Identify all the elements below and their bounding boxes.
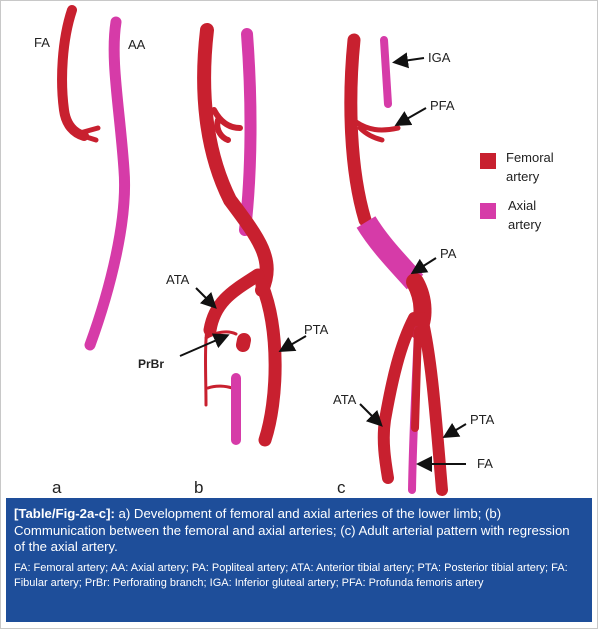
label-a-aa: AA <box>128 37 146 52</box>
panel-a-axial-artery <box>84 16 131 351</box>
panel-b-axial-upper <box>239 28 257 236</box>
panel-a-femoral-artery <box>57 5 89 141</box>
panel-b-posterior-tibial <box>255 278 282 447</box>
panel-a-femoral-branch <box>77 125 101 143</box>
panel-c-arteries <box>344 33 448 496</box>
arrow-b-ata <box>195 287 217 309</box>
pointer-arrows <box>179 52 467 472</box>
arrow-c-iga <box>392 52 425 69</box>
label-c-ata: ATA <box>333 392 357 407</box>
panel-letter-c: c <box>337 478 346 497</box>
legend-axial-line1: Axial <box>508 198 537 213</box>
panel-c-profunda-femoris <box>353 119 401 143</box>
arrow-c-pfa <box>394 107 427 126</box>
panel-c-fibular-upper <box>411 326 422 432</box>
label-b-ata: ATA <box>166 272 190 287</box>
label-a-fa: FA <box>34 35 50 50</box>
panel-a-arteries <box>57 5 131 351</box>
panel-c-popliteal-axial <box>356 216 424 290</box>
legend-femoral-line1: Femoral <box>506 150 554 165</box>
figure-caption: [Table/Fig-2a-c]: a) Development of femo… <box>6 498 592 622</box>
caption-abbreviations: FA: Femoral artery; AA: Axial artery; PA… <box>14 561 568 590</box>
panel-c-femoral-artery <box>344 33 372 227</box>
panel-c-posterior-tibial <box>416 312 448 496</box>
panel-b-femoral-artery <box>197 23 274 297</box>
label-c-pa: PA <box>440 246 457 261</box>
caption-text: a) Development of femoral and axial arte… <box>14 506 570 554</box>
label-c-fa: FA <box>477 456 493 471</box>
legend-swatch-femoral <box>480 153 496 169</box>
panel-letter-a: a <box>52 478 62 497</box>
panel-b-perforating-branch <box>204 318 238 407</box>
panel-b-anterior-tibial <box>203 268 265 337</box>
label-b-prbr: PrBr <box>138 357 165 371</box>
panel-b-femoral-branches <box>211 107 243 143</box>
panel-c-inferior-gluteal <box>380 36 392 108</box>
arrow-c-ata <box>359 403 383 427</box>
panel-letter-b: b <box>194 478 204 497</box>
artery-diagram <box>57 5 467 496</box>
caption-tag: [Table/Fig-2a-c]: <box>14 506 115 521</box>
label-b-pta: PTA <box>304 322 329 337</box>
legend-femoral-line2: artery <box>506 169 540 184</box>
legend-femoral: Femoral artery <box>506 148 554 186</box>
panel-c-anterior-tibial <box>377 312 420 484</box>
arrow-c-pa <box>410 257 437 275</box>
arrow-b-prbr <box>179 333 230 357</box>
label-c-pta: PTA <box>470 412 495 427</box>
label-c-iga: IGA <box>428 50 451 65</box>
label-c-pfa: PFA <box>430 98 455 113</box>
panel-b-arteries <box>197 23 282 447</box>
legend-axial-line2: artery <box>508 217 542 232</box>
legend-axial: Axial artery <box>508 196 541 234</box>
panel-b-axial-stub <box>236 333 251 352</box>
caption-main: [Table/Fig-2a-c]: a) Development of femo… <box>14 506 584 556</box>
arrow-b-pta <box>278 335 307 353</box>
legend-swatch-axial <box>480 203 496 219</box>
arrow-c-pta <box>442 422 467 439</box>
